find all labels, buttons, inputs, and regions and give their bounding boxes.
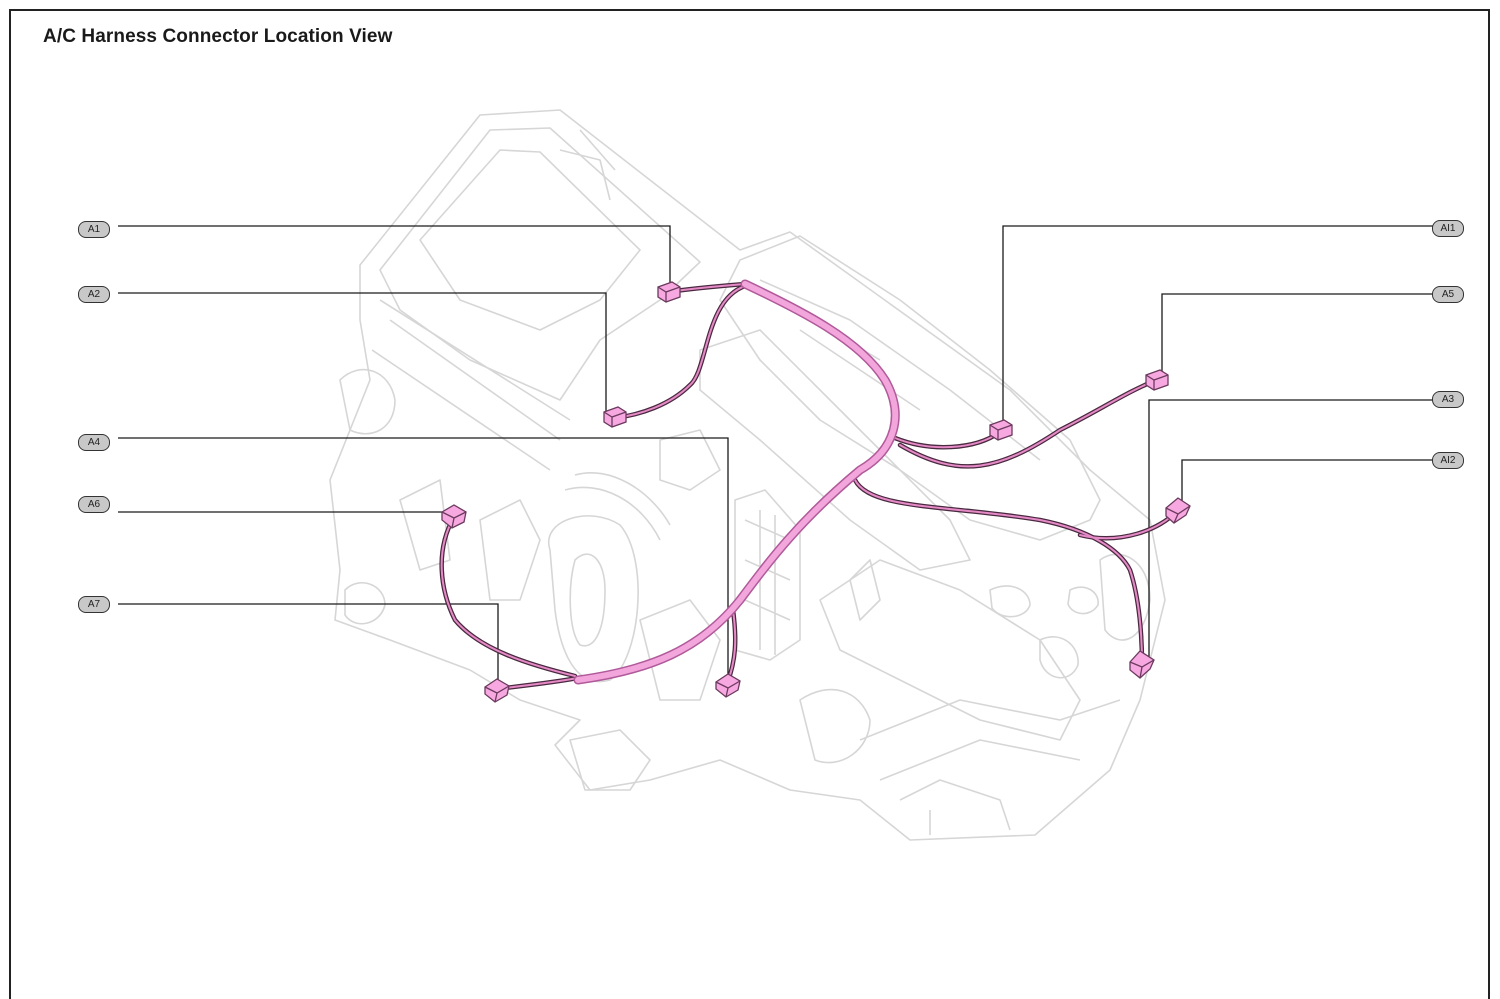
connector-a2 [603,406,627,428]
connector-a1 [657,281,681,303]
label-a6: A6 [78,496,110,513]
connector-a5 [1145,369,1169,391]
label-a1: A1 [78,221,110,238]
leader-lines [118,225,1433,685]
hvac-unit-outline [329,109,1166,841]
leader-a3 [1148,399,1433,660]
harness-branches [439,281,1181,692]
connector-a4 [715,673,741,698]
leader-a4 [118,437,729,680]
leader-a5 [1161,293,1433,375]
connector-a6 [441,504,467,529]
leader-ai1 [1002,225,1433,425]
page-title: A/C Harness Connector Location View [43,26,393,47]
label-a5: A5 [1432,286,1464,303]
leader-a2 [118,292,607,412]
label-a3: A3 [1432,391,1464,408]
label-ai2: AI2 [1432,452,1464,469]
connector-ai1 [989,419,1013,441]
connector-ai2 [1165,497,1191,524]
harness-trunk [573,279,900,685]
label-ai1: AI1 [1432,220,1464,237]
label-a7: A7 [78,596,110,613]
leader-a7 [118,603,499,685]
leader-a1 [118,225,671,288]
label-a4: A4 [78,434,110,451]
label-a2: A2 [78,286,110,303]
connector-a3 [1129,650,1155,679]
leader-ai2 [1181,459,1433,505]
diagram-frame [9,9,1490,999]
connector-a7 [484,678,510,703]
connectors [441,281,1191,703]
